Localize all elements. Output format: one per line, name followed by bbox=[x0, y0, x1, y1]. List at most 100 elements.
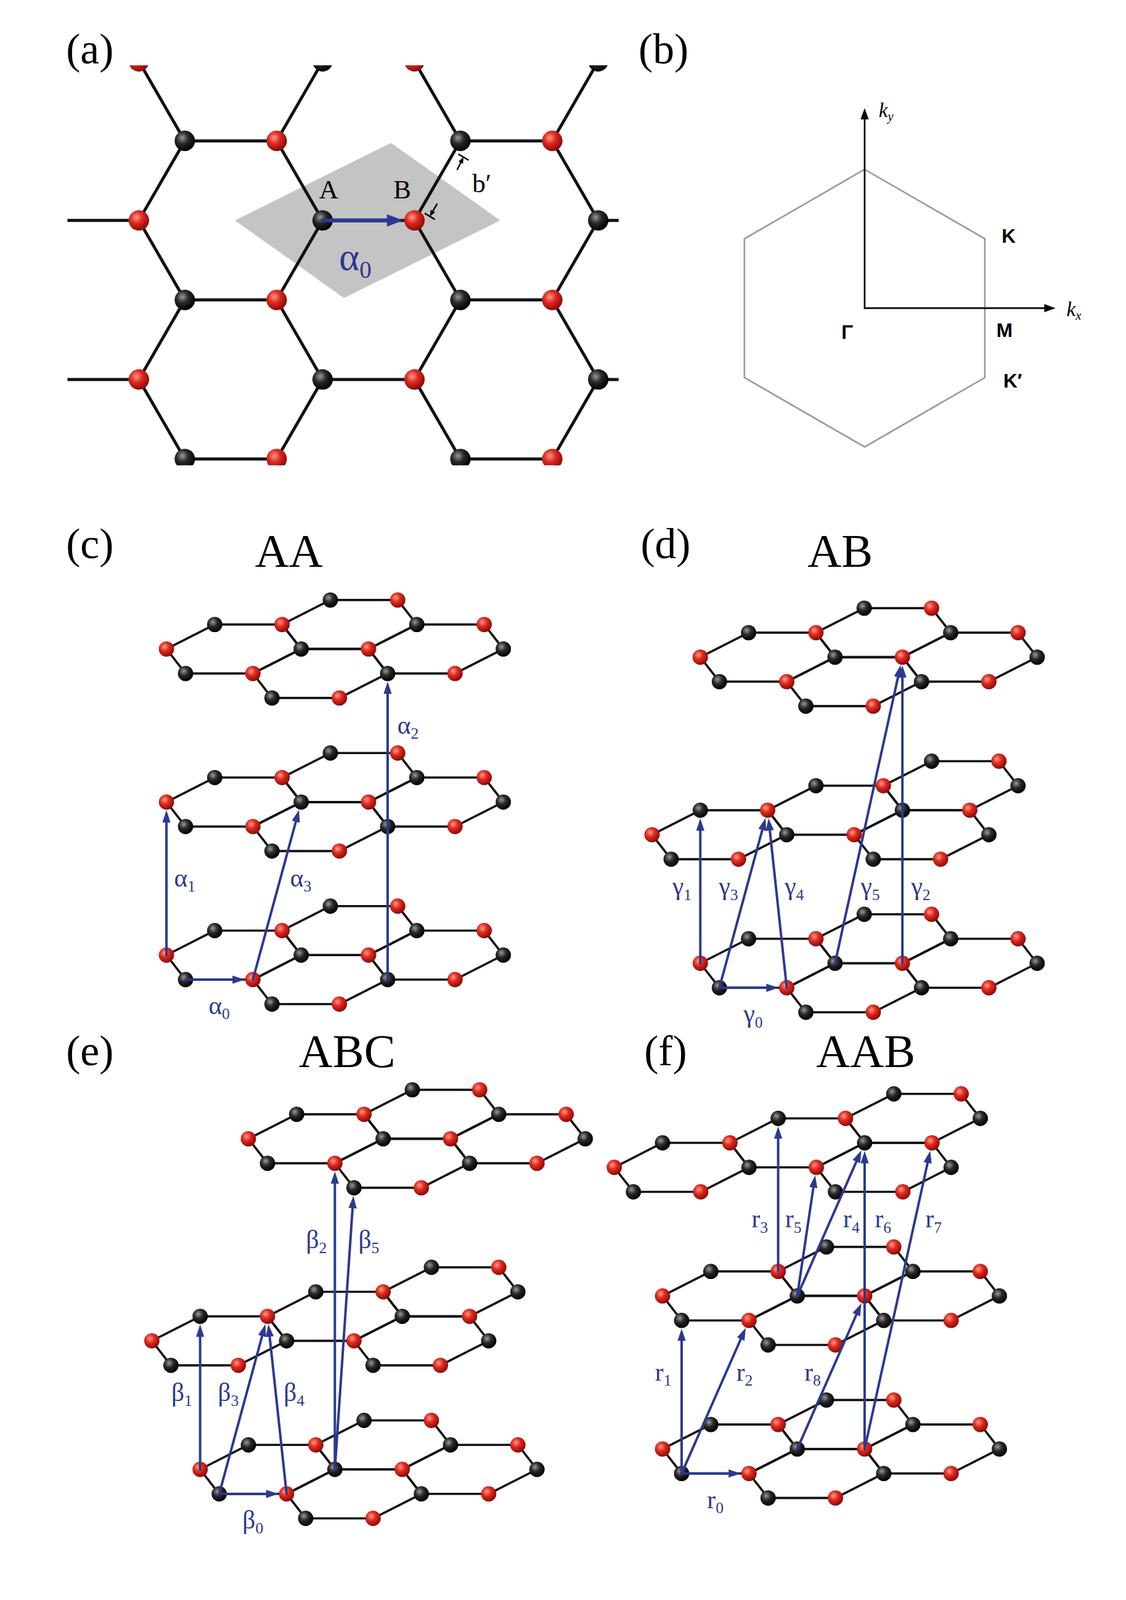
hopping-label: α3 bbox=[288, 865, 314, 892]
red-atom bbox=[655, 1288, 671, 1305]
bond bbox=[931, 1118, 980, 1144]
bond bbox=[469, 1162, 537, 1165]
black-atom bbox=[293, 947, 309, 964]
bond bbox=[835, 656, 903, 659]
bond bbox=[748, 631, 816, 635]
red-atom bbox=[447, 819, 463, 835]
red-atom bbox=[375, 1284, 391, 1300]
site-label: A bbox=[319, 176, 339, 204]
bond bbox=[787, 833, 855, 837]
black-atom bbox=[587, 210, 609, 231]
red-atom bbox=[308, 1437, 324, 1454]
bond bbox=[710, 1423, 778, 1427]
black-atom bbox=[298, 1511, 314, 1527]
bond bbox=[864, 1272, 913, 1297]
red-atom bbox=[159, 794, 175, 810]
black-atom bbox=[264, 843, 280, 860]
black-atom bbox=[875, 1466, 892, 1482]
bond bbox=[864, 1424, 913, 1450]
red-atom bbox=[481, 1486, 497, 1502]
black-atom bbox=[972, 1111, 988, 1127]
subscript: 0 bbox=[255, 1520, 264, 1539]
hopping-arrow bbox=[835, 677, 898, 964]
red-atom bbox=[230, 1358, 246, 1374]
hopping-label: γ4 bbox=[782, 873, 806, 901]
hopping-label: r3 bbox=[750, 1206, 771, 1234]
black-atom bbox=[178, 666, 194, 682]
bond bbox=[854, 810, 903, 836]
bond bbox=[460, 457, 553, 462]
black-atom bbox=[760, 1490, 776, 1507]
black-atom bbox=[886, 1086, 902, 1102]
bond-length-marker bbox=[432, 203, 437, 211]
bond bbox=[883, 1472, 951, 1476]
bond bbox=[282, 906, 331, 932]
bond bbox=[454, 648, 503, 674]
subscript: 1 bbox=[184, 1392, 193, 1411]
hopping-arrow bbox=[719, 986, 767, 990]
red-atom bbox=[865, 1005, 881, 1021]
black-atom bbox=[674, 1313, 690, 1329]
red-atom bbox=[510, 1437, 526, 1454]
black-atom bbox=[424, 1260, 440, 1276]
bond bbox=[414, 220, 462, 301]
black-atom bbox=[207, 770, 223, 786]
bond bbox=[416, 623, 484, 627]
bond bbox=[368, 624, 417, 650]
bond bbox=[402, 1445, 451, 1470]
bond bbox=[787, 963, 836, 989]
black-atom bbox=[529, 1462, 545, 1478]
hopping-arrow-head bbox=[923, 1151, 932, 1165]
bond bbox=[238, 1341, 287, 1366]
red-atom bbox=[770, 1417, 786, 1433]
red-atom bbox=[722, 1135, 738, 1152]
bond bbox=[185, 825, 253, 829]
black-atom bbox=[481, 1333, 497, 1350]
black-atom bbox=[207, 923, 223, 939]
black-atom bbox=[942, 931, 959, 947]
bond bbox=[214, 623, 282, 627]
red-atom bbox=[476, 923, 492, 939]
black-atom bbox=[991, 1441, 1008, 1457]
subscript: 3 bbox=[231, 1392, 240, 1411]
black-atom bbox=[905, 1264, 921, 1280]
black-atom bbox=[240, 1437, 257, 1454]
bond bbox=[902, 809, 970, 812]
red-atom bbox=[991, 753, 1007, 770]
subscript: 4 bbox=[796, 886, 805, 905]
k-point-label: K bbox=[1001, 227, 1016, 247]
bond bbox=[536, 1138, 585, 1164]
hopping-arrow-head bbox=[852, 1150, 862, 1164]
red-atom bbox=[432, 1358, 449, 1374]
red-atom bbox=[390, 745, 406, 762]
red-atom bbox=[346, 1333, 362, 1350]
bond bbox=[873, 987, 922, 1013]
bond bbox=[488, 1469, 537, 1495]
hopping-arrow bbox=[864, 1162, 928, 1450]
bond bbox=[738, 835, 787, 860]
hopping-arrow bbox=[334, 1208, 353, 1470]
hopping-label: r2 bbox=[734, 1359, 755, 1387]
black-atom bbox=[913, 674, 930, 690]
bond bbox=[864, 1424, 913, 1450]
red-atom bbox=[759, 803, 776, 819]
subscript: 4 bbox=[296, 1392, 305, 1411]
red-atom bbox=[331, 996, 347, 1012]
red-atom bbox=[331, 843, 347, 860]
subscript: 1 bbox=[663, 1371, 672, 1390]
hopping-arrow bbox=[901, 677, 904, 964]
graphene-layer bbox=[606, 1086, 988, 1200]
bond bbox=[778, 1400, 827, 1425]
bond bbox=[797, 1448, 865, 1451]
red-atom bbox=[365, 1511, 381, 1527]
black-atom bbox=[404, 1082, 421, 1098]
black-atom bbox=[577, 1131, 593, 1147]
black-atom bbox=[875, 1313, 892, 1329]
lattice-vector-arrow bbox=[322, 218, 387, 223]
bond bbox=[700, 809, 768, 812]
panel-letter: (d) bbox=[640, 522, 691, 566]
bond bbox=[353, 1317, 402, 1342]
bond bbox=[552, 65, 599, 142]
bond bbox=[826, 1399, 894, 1403]
red-atom bbox=[413, 1180, 429, 1196]
